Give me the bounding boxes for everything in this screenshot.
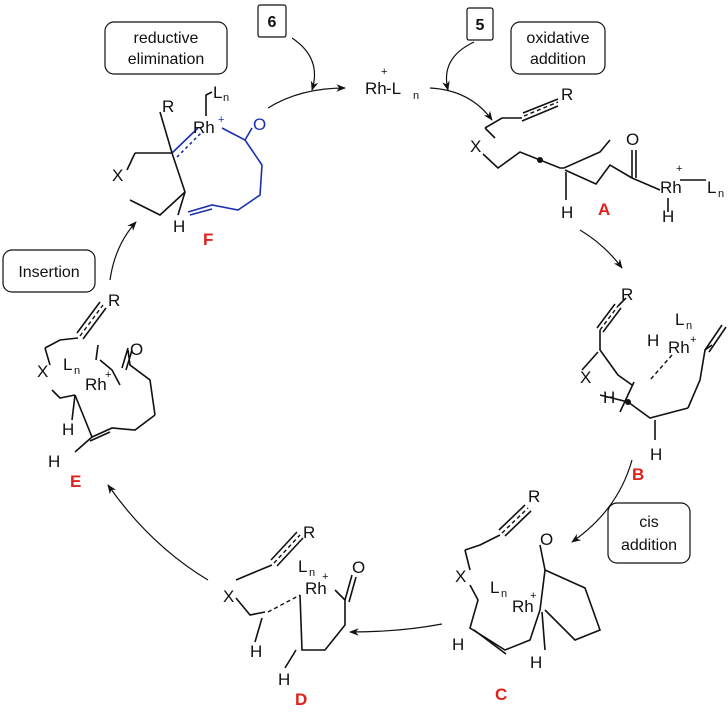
catalyst-rh: Rh bbox=[365, 79, 387, 98]
C-H: H bbox=[452, 635, 464, 654]
C-H2: H bbox=[530, 653, 542, 672]
B-n: n bbox=[686, 320, 692, 332]
box-reductive-text-2: elimination bbox=[128, 51, 204, 68]
box-reductive-elimination: reductive elimination bbox=[104, 21, 228, 75]
intermediate-D: R X L n Rh + O H H D bbox=[223, 523, 365, 709]
D-Rh: Rh bbox=[305, 579, 327, 598]
E-n: n bbox=[74, 365, 80, 377]
A-plus: + bbox=[676, 163, 682, 175]
arrow-C-to-D bbox=[349, 623, 443, 636]
arrow-B-to-C bbox=[571, 459, 633, 543]
arrow-reagent-6-in bbox=[291, 37, 319, 91]
E-O: O bbox=[130, 340, 143, 359]
label-E: E bbox=[70, 472, 81, 491]
reagent-6-text: 6 bbox=[268, 14, 277, 31]
label-B: B bbox=[632, 465, 644, 484]
E-R: R bbox=[108, 291, 120, 310]
F-L: L bbox=[213, 83, 222, 102]
B-H3: H bbox=[650, 445, 662, 464]
C-L: L bbox=[490, 578, 499, 597]
A-H2: H bbox=[561, 203, 573, 222]
A-H: H bbox=[662, 207, 674, 226]
box-cis-text-1: cis bbox=[639, 514, 659, 531]
box-reductive-text-1: reductive bbox=[134, 30, 199, 47]
intermediate-B: R H L n Rh + X H H B bbox=[580, 285, 727, 484]
reagent-5-text: 5 bbox=[476, 17, 485, 34]
box-oxidative-text-1: oxidative bbox=[526, 30, 589, 47]
cycle-arrows bbox=[107, 37, 633, 636]
A-O: O bbox=[626, 130, 639, 149]
D-H2: H bbox=[278, 670, 290, 689]
catalyst-rh-ln: + Rh -L n bbox=[365, 66, 419, 102]
intermediate-C: R X L n Rh + O H H C bbox=[452, 487, 602, 704]
F-R: R bbox=[162, 97, 174, 116]
box-cis-addition: cis addition bbox=[607, 502, 691, 564]
F-plus: + bbox=[218, 114, 224, 126]
arrow-A-to-B bbox=[579, 229, 623, 269]
F-Rh: Rh bbox=[193, 118, 215, 137]
E-Rh: Rh bbox=[85, 375, 107, 394]
B-X: X bbox=[580, 368, 591, 387]
E-L: L bbox=[63, 355, 72, 374]
A-n: n bbox=[718, 188, 724, 200]
C-Rh: Rh bbox=[512, 597, 534, 616]
D-R: R bbox=[303, 523, 315, 542]
box-oxidative-addition: oxidative addition bbox=[510, 21, 606, 75]
catalyst-n: n bbox=[413, 90, 419, 102]
arrow-reagent-5-in bbox=[442, 41, 475, 91]
catalyst-ln: -L bbox=[386, 79, 401, 98]
C-plus: + bbox=[530, 590, 536, 602]
arrow-D-to-E bbox=[107, 484, 209, 581]
B-H: H bbox=[647, 331, 659, 350]
F-H: H bbox=[173, 217, 185, 236]
D-X: X bbox=[223, 587, 234, 606]
F-O: O bbox=[253, 115, 266, 134]
box-reagent-5: 5 bbox=[466, 7, 494, 41]
B-H2: H bbox=[603, 388, 615, 407]
box-insertion-text: Insertion bbox=[18, 264, 79, 281]
label-D: D bbox=[295, 690, 307, 709]
F-X: X bbox=[112, 166, 123, 185]
C-n: n bbox=[501, 588, 507, 600]
label-A: A bbox=[598, 200, 610, 219]
B-plus: + bbox=[690, 334, 696, 346]
catalyst-plus: + bbox=[381, 66, 387, 78]
B-L: L bbox=[675, 310, 684, 329]
arrow-E-to-F bbox=[109, 221, 137, 281]
C-O: O bbox=[540, 530, 553, 549]
box-oxidative-text-2: addition bbox=[530, 51, 586, 68]
A-X: X bbox=[470, 137, 481, 156]
A-R: R bbox=[561, 85, 573, 104]
C-X: X bbox=[455, 567, 466, 586]
arrow-F-to-catalyst bbox=[267, 84, 346, 109]
intermediate-E: R X L n Rh + O H H E bbox=[37, 291, 156, 491]
box-cis-text-2: addition bbox=[621, 537, 677, 554]
B-Rh: Rh bbox=[668, 338, 690, 357]
arrow-catalyst-to-A bbox=[429, 87, 493, 121]
D-O: O bbox=[352, 558, 365, 577]
A-Rh: Rh bbox=[660, 178, 682, 197]
C-R: R bbox=[528, 487, 540, 506]
label-C: C bbox=[495, 685, 507, 704]
A-L: L bbox=[707, 178, 716, 197]
B-R: R bbox=[621, 285, 633, 304]
box-reagent-6: 6 bbox=[257, 4, 287, 38]
D-L: L bbox=[298, 557, 307, 576]
intermediate-A: R X O + Rh L n H H A bbox=[470, 85, 724, 226]
label-F: F bbox=[203, 230, 213, 249]
box-insertion: Insertion bbox=[2, 249, 96, 293]
F-n: n bbox=[223, 92, 229, 104]
E-plus: + bbox=[105, 369, 111, 381]
E-H: H bbox=[62, 420, 74, 439]
E-H2: H bbox=[48, 452, 60, 471]
D-plus: + bbox=[322, 571, 328, 583]
intermediate-F: R X Rh + L n O H F bbox=[112, 83, 266, 249]
E-X: X bbox=[37, 362, 48, 381]
D-H: H bbox=[250, 642, 262, 661]
D-n: n bbox=[309, 567, 315, 579]
